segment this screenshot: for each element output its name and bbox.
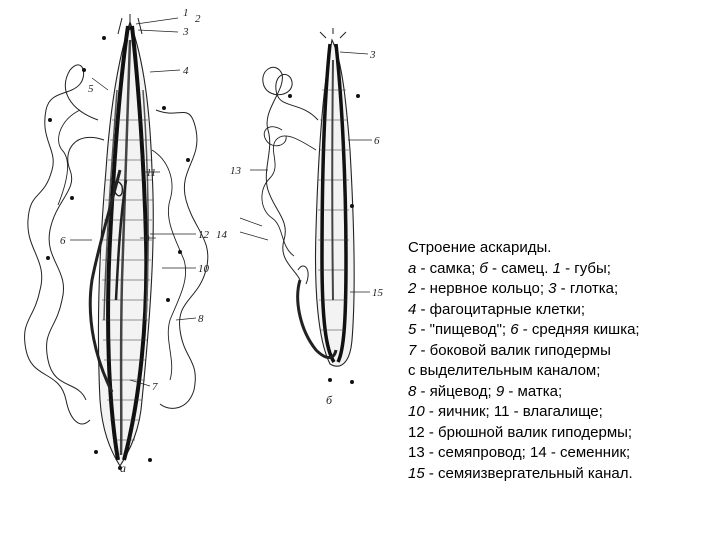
label-14-female: 14 [216, 229, 228, 241]
caption-line: 10 - яичник; 11 - влагалище; [408, 402, 713, 423]
caption-text: - глотка; [556, 280, 619, 297]
label-10: 10 [198, 263, 210, 275]
caption-line: а - самка; б - самец. 1 - губы; [408, 259, 713, 280]
caption-text: - семяизвергательный канал. [424, 464, 633, 482]
caption-text: - самка; [416, 259, 480, 277]
caption-marker: а [408, 259, 417, 277]
caption-text: - самец. [487, 259, 553, 277]
ascaris-anatomy-figure: 1 2 3 4 5 11 6 9 12 14 10 8 7 3 6 13 15 … [24, 7, 384, 475]
label-8: 8 [198, 313, 204, 325]
caption-text: - яйцевод; [416, 382, 496, 400]
label-3-male: 3 [369, 49, 376, 61]
label-3: 3 [182, 26, 189, 38]
caption-marker: 9 [495, 382, 505, 400]
label-9: 9 [144, 233, 150, 245]
caption-text: - губы; [560, 259, 611, 277]
caption-marker: 4 [408, 300, 417, 318]
caption-text: - "пищевод"; [416, 321, 511, 338]
female-number-labels: 1 2 3 4 5 11 6 9 12 14 10 8 7 [60, 7, 228, 393]
label-4: 4 [183, 65, 189, 77]
caption-text: 13 - семяпровод; 14 - семенник; [408, 444, 631, 461]
caption-marker: 5 [408, 321, 417, 338]
label-11: 11 [146, 167, 156, 179]
caption-text: 12 - брюшной валик гиподермы; [408, 423, 633, 441]
caption-marker: 8 [408, 382, 417, 400]
label-13: 13 [230, 165, 242, 177]
caption-text: - средняя кишка; [518, 321, 640, 338]
caption-marker: б [479, 259, 488, 277]
male-sublabel: б [326, 393, 333, 407]
label-1: 1 [183, 7, 189, 19]
caption-text: - боковой валик гиподермы [416, 341, 611, 359]
caption-title: Строение аскариды. [408, 239, 552, 256]
label-12: 12 [198, 229, 210, 241]
caption-text: с выделительным каналом; [408, 362, 601, 379]
caption-line: 5 - "пищевод"; 6 - средняя кишка; [408, 320, 713, 341]
female-worm-drawing [24, 14, 209, 470]
caption-text: - нервное кольцо; [416, 280, 549, 297]
caption-line: 2 - нервное кольцо; 3 - глотка; [408, 279, 713, 300]
caption-line: 4 - фагоцитарные клетки; [408, 300, 713, 321]
caption-line: 12 - брюшной валик гиподермы; [408, 423, 713, 444]
caption-line: 13 - семяпровод; 14 - семенник; [408, 443, 713, 464]
female-sublabel: а [120, 461, 126, 475]
caption-legend-lines: а - самка; б - самец. 1 - губы;2 - нервн… [408, 259, 713, 485]
caption-marker: 3 [548, 280, 557, 297]
label-7: 7 [152, 381, 158, 393]
caption-line: с выделительным каналом; [408, 361, 713, 382]
caption-marker: 7 [408, 341, 417, 359]
caption-line: 8 - яйцевод; 9 - матка; [408, 382, 713, 403]
caption-marker: 6 [510, 321, 519, 338]
male-worm-drawing [239, 28, 372, 384]
label-2: 2 [195, 13, 201, 25]
caption-text: - фагоцитарные клетки; [416, 300, 586, 318]
caption-text: - матка; [504, 382, 563, 400]
male-number-labels: 3 6 13 15 [230, 49, 384, 299]
caption-line: 15 - семяизвергательный канал. [408, 464, 713, 485]
caption-marker: 10 [408, 403, 425, 420]
caption-line: 7 - боковой валик гиподермы [408, 341, 713, 362]
caption-marker: 15 [408, 464, 425, 482]
label-6: 6 [60, 235, 66, 247]
caption-marker: 2 [408, 280, 417, 297]
figure-caption: Строение аскариды. а - самка; б - самец.… [408, 238, 713, 484]
label-6-male: 6 [374, 135, 380, 147]
label-15: 15 [372, 287, 384, 299]
label-5: 5 [88, 83, 94, 95]
caption-text: - яичник; 11 - влагалище; [424, 403, 603, 420]
caption-marker: 1 [552, 259, 561, 277]
